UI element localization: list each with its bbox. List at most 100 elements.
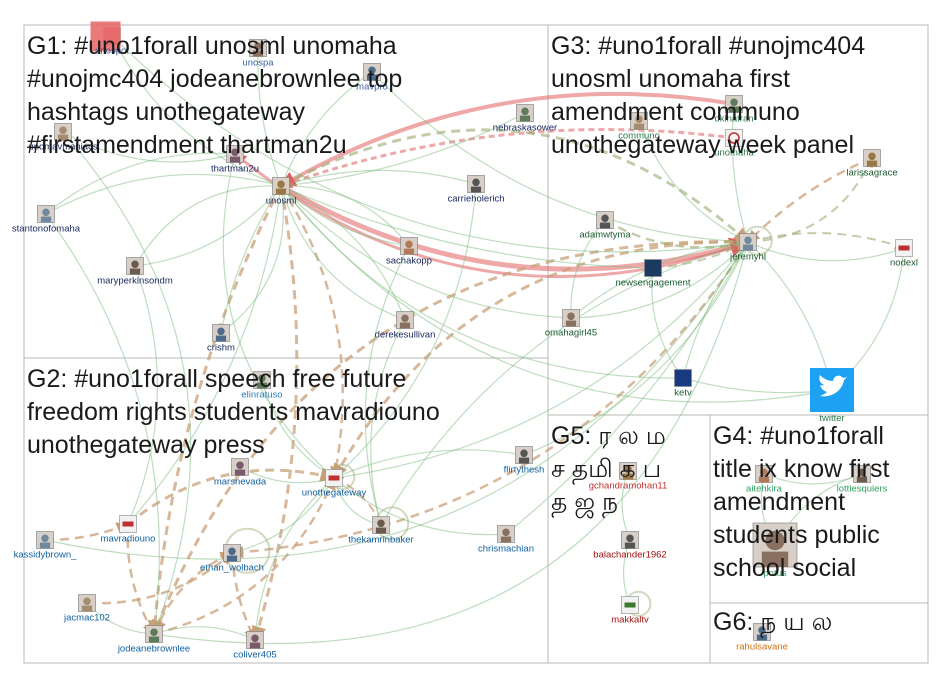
- group-title-line: hashtags unothegateway: [27, 98, 305, 126]
- node-label: coliver405: [233, 650, 276, 661]
- brand-icon: [90, 21, 121, 52]
- node-label: balachander1962: [593, 550, 666, 561]
- brand-icon: [119, 515, 137, 533]
- node-unomaha[interactable]: unomaha: [714, 129, 755, 159]
- node-label: jodeanebrownlee: [117, 644, 190, 655]
- node-label: stantonofomaha: [12, 224, 81, 235]
- group-title-line: த ஜ ந: [551, 488, 618, 518]
- node-label: rahulsavane: [736, 642, 788, 653]
- node-label: elinratuso: [241, 390, 282, 401]
- node-label: omahagirl45: [545, 328, 597, 339]
- node-label: unospot: [95, 46, 129, 57]
- node-marsnevada[interactable]: marsnevada: [214, 458, 267, 488]
- node-label: twitter: [819, 413, 844, 424]
- node-communo[interactable]: communo: [618, 112, 660, 142]
- node-kassidybrown_[interactable]: kassidybrown_: [14, 531, 78, 561]
- edge-layer: [44, 35, 905, 645]
- node-nodexl[interactable]: nodexl: [890, 239, 918, 269]
- group-title-line: unothegateway week panel: [551, 131, 854, 159]
- node-label: chrismachian: [478, 544, 534, 555]
- edge-unosml-to-sachakopp: [280, 185, 410, 247]
- edge-larissagrace-to-jeremyhl: [747, 156, 873, 243]
- avatar-icon: [753, 623, 771, 641]
- node-potus[interactable]: potus: [752, 522, 798, 579]
- node-thekamrinbaker[interactable]: thekamrinbaker: [348, 516, 414, 546]
- node-label: mavradiouno: [101, 534, 156, 545]
- edge-derekesullivan-to-thekamrinbaker: [370, 319, 406, 526]
- node-label: unothegateway: [302, 488, 367, 499]
- node-coliver405[interactable]: coliver405: [233, 631, 277, 661]
- node-thartman2u[interactable]: thartman2u: [211, 145, 259, 175]
- node-unospa[interactable]: unospa: [242, 39, 274, 69]
- node-twitter[interactable]: twitter: [810, 368, 854, 424]
- node-adamwtyma[interactable]: adamwtyma: [579, 211, 631, 241]
- edge-jeremyhl-to-jodeanebrownlee: [151, 240, 749, 636]
- edge-jeremyhl-to-nodexl: [747, 241, 905, 262]
- edge-kassidybrown_-to-jeremyhl: [44, 241, 749, 560]
- node-unosml[interactable]: unosml: [266, 177, 297, 207]
- edge-sachakopp-to-thekamrinbaker: [364, 245, 410, 526]
- group-title-line: ச தமி க ப: [551, 455, 661, 485]
- node-rahulsavane[interactable]: rahulsavane: [736, 623, 788, 653]
- node-unospot[interactable]: unospot: [90, 21, 130, 57]
- node-elinratuso[interactable]: elinratuso: [241, 371, 283, 401]
- node-makkaltv[interactable]: makkaltv: [611, 596, 649, 626]
- node-larissagrace[interactable]: larissagrace: [846, 149, 898, 179]
- edge-unosml-to-unothegateway: [279, 185, 344, 480]
- node-maryperkinsondm[interactable]: maryperkinsondm: [97, 257, 173, 287]
- node-gchandramohan11[interactable]: gchandramohan11: [589, 462, 668, 492]
- node-omahagirl45[interactable]: omahagirl45: [545, 309, 597, 339]
- node-label: sachakopp: [386, 256, 432, 267]
- node-label: potus: [763, 568, 786, 579]
- node-ketv[interactable]: ketv: [674, 369, 692, 399]
- edge-okinatran-to-jeremyhl: [731, 103, 750, 243]
- edge-chrismachian-to-jeremyhl: [505, 241, 749, 535]
- group-title-line: G5: ர ல ம: [551, 422, 666, 450]
- node-label: jacmac102: [63, 613, 110, 624]
- group-title-line: freedom rights students mavradiouno: [27, 398, 440, 426]
- bird-icon: [810, 368, 854, 412]
- node-jacmac102[interactable]: jacmac102: [63, 594, 110, 624]
- node-carrieholerich[interactable]: carrieholerich: [447, 175, 505, 205]
- node-stantonofomaha[interactable]: stantonofomaha: [12, 205, 81, 235]
- node-nebraskasower[interactable]: nebraskasower: [493, 104, 557, 134]
- node-label: crishm: [207, 343, 235, 354]
- avatar-icon: [596, 211, 614, 229]
- node-newsengagement[interactable]: newsengagement: [616, 259, 691, 289]
- node-derekesullivan[interactable]: derekesullivan: [375, 311, 436, 341]
- edge-adamwtyma-to-jeremyhl: [604, 218, 750, 251]
- edge-thekamrinbaker-to-jeremyhl: [380, 240, 749, 526]
- node-unothegateway[interactable]: unothegateway: [302, 469, 367, 499]
- node-label: okinatran: [714, 114, 753, 125]
- node-sachakopp[interactable]: sachakopp: [386, 237, 432, 267]
- node-mavradiouno[interactable]: mavradiouno: [101, 515, 156, 545]
- node-balachander1962[interactable]: balachander1962: [593, 531, 667, 561]
- edge-unosml-to-jeremyhl: [279, 183, 750, 272]
- node-aitehkira[interactable]: aitehkira: [746, 465, 783, 495]
- node-mavpro[interactable]: mavpro: [356, 63, 388, 93]
- node-flirtythesh[interactable]: flirtythesh: [504, 446, 545, 476]
- node-chrismachian[interactable]: chrismachian: [478, 525, 534, 555]
- edge-aitehkira-to-lottiesquiers: [763, 473, 863, 485]
- avatar-icon: [36, 531, 54, 549]
- node-label: unomaha: [714, 148, 754, 159]
- node-okinatran[interactable]: okinatran: [714, 95, 754, 125]
- node-label: mavpro: [356, 82, 388, 93]
- edge-jeremyhl-to-nodexl: [747, 232, 905, 250]
- node-ethan_wolbach[interactable]: ethan_wolbach: [200, 544, 264, 574]
- avatar-icon: [725, 95, 743, 113]
- node-label: larissagrace: [846, 168, 897, 179]
- node-jodeanebrownlee[interactable]: jodeanebrownlee: [117, 625, 190, 655]
- node-unomavmaniacs[interactable]: unomavmaniacs: [28, 123, 98, 153]
- edge-ethan_wolbach-to-unothegateway: [231, 477, 335, 554]
- edge-unomavmaniacs-to-thartman2u: [62, 131, 236, 163]
- edge-mavradiouno-to-unothegateway: [127, 467, 336, 526]
- group-title-line: #unojmc404 jodeanebrownlee top: [27, 65, 402, 93]
- node-lottiesquiers[interactable]: lottiesquiers: [837, 465, 888, 495]
- group-boxes: [23, 24, 929, 664]
- avatar-icon: [272, 177, 290, 195]
- node-crishm[interactable]: crishm: [207, 324, 235, 354]
- node-jeremyhl[interactable]: jeremyhl: [729, 233, 766, 263]
- edge-jodeanebrownlee-to-unothegateway: [153, 476, 336, 636]
